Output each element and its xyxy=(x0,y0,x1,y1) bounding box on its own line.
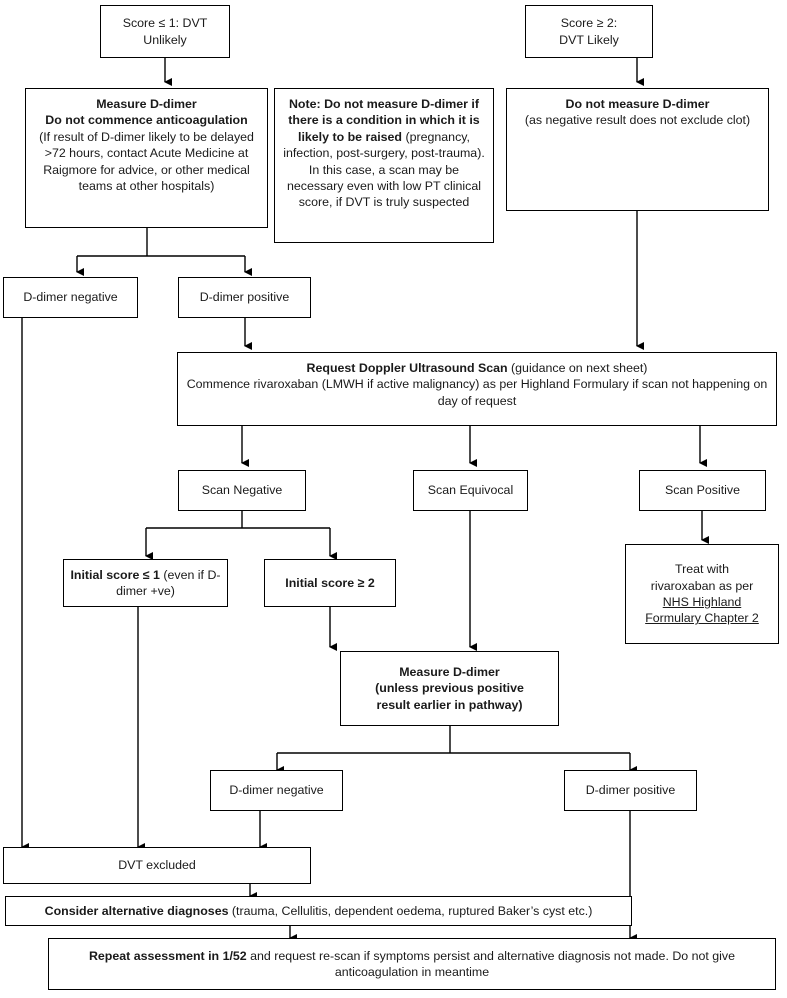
node-scan-equivocal[interactable]: Scan Equivocal xyxy=(413,470,528,511)
node-request-doppler[interactable]: Request Doppler Ultrasound Scan (guidanc… xyxy=(177,352,777,426)
node-score-low-line1: Score ≤ 1: DVT xyxy=(122,16,208,31)
node-consider-alternative[interactable]: Consider alternative diagnoses (trauma, … xyxy=(5,896,632,926)
node-score-high-line1: Score ≥ 2: xyxy=(560,16,618,31)
node-measure-ddimer-top-heading2: Do not commence anticoagulation xyxy=(45,113,248,128)
node-initial-score-low-bold: Initial score ≤ 1 xyxy=(70,567,160,582)
node-note-box-heading: Note: Do not measure D-dimer if there is… xyxy=(288,97,480,144)
node-ddimer-positive-1[interactable]: D-dimer positive xyxy=(178,277,311,318)
node-score-low-line2: Unlikely xyxy=(143,32,187,47)
node-ddimer-negative-1[interactable]: D-dimer negative xyxy=(3,277,138,318)
node-no-ddimer-body: (as negative result does not exclude clo… xyxy=(524,113,751,128)
node-consider-alternative-bold: Consider alternative diagnoses xyxy=(44,903,229,918)
node-measure-ddimer-2[interactable]: Measure D-dimer (unless previous positiv… xyxy=(340,651,559,726)
node-initial-score-high-label: Initial score ≥ 2 xyxy=(285,575,375,590)
node-no-ddimer-heading: Do not measure D-dimer xyxy=(565,97,710,111)
node-measure-ddimer-2-line1: Measure D-dimer xyxy=(399,664,500,679)
node-measure-ddimer-top-heading1: Measure D-dimer xyxy=(96,97,197,111)
node-measure-ddimer-top[interactable]: Measure D-dimer Do not commence anticoag… xyxy=(25,88,268,228)
node-scan-negative-label: Scan Negative xyxy=(201,483,283,498)
node-ddimer-negative-2[interactable]: D-dimer negative xyxy=(210,770,343,811)
node-request-doppler-heading-suffix: (guidance on next sheet) xyxy=(507,361,648,375)
node-score-high-line2: DVT Likely xyxy=(559,32,619,47)
node-ddimer-positive-2[interactable]: D-dimer positive xyxy=(564,770,697,811)
node-dvt-excluded-label: DVT excluded xyxy=(118,858,196,873)
node-request-doppler-body: Commence rivaroxaban (LMWH if active mal… xyxy=(186,377,768,408)
node-repeat-assessment[interactable]: Repeat assessment in 1/52 and request re… xyxy=(48,938,776,990)
node-treat-rivaroxaban[interactable]: Treat with rivaroxaban as per NHS Highla… xyxy=(625,544,779,644)
node-ddimer-negative-1-label: D-dimer negative xyxy=(23,290,118,305)
node-measure-ddimer-2-line3: result earlier in pathway) xyxy=(376,697,523,712)
node-treat-rivaroxaban-link-line2[interactable]: Formulary Chapter 2 xyxy=(645,611,759,626)
node-repeat-assessment-rest: and request re-scan if symptoms persist … xyxy=(246,948,736,979)
node-consider-alternative-rest: (trauma, Cellulitis, dependent oedema, r… xyxy=(228,903,593,918)
node-score-low[interactable]: Score ≤ 1: DVT Unlikely xyxy=(100,5,230,58)
node-score-high[interactable]: Score ≥ 2: DVT Likely xyxy=(525,5,653,58)
node-initial-score-high[interactable]: Initial score ≥ 2 xyxy=(264,559,396,607)
node-scan-equivocal-label: Scan Equivocal xyxy=(427,483,514,498)
node-initial-score-low[interactable]: Initial score ≤ 1 (even if D-dimer +ve) xyxy=(63,559,228,607)
node-scan-positive[interactable]: Scan Positive xyxy=(639,470,766,511)
node-ddimer-positive-2-label: D-dimer positive xyxy=(585,783,676,798)
node-dvt-excluded[interactable]: DVT excluded xyxy=(3,847,311,884)
node-note-box[interactable]: Note: Do not measure D-dimer if there is… xyxy=(274,88,494,243)
node-treat-rivaroxaban-link-line1[interactable]: NHS Highland xyxy=(662,595,742,609)
node-no-ddimer[interactable]: Do not measure D-dimer (as negative resu… xyxy=(506,88,769,211)
node-treat-rivaroxaban-line1: Treat with xyxy=(675,562,729,577)
node-initial-score-low-rest: (even if D-dimer +ve) xyxy=(116,567,221,598)
node-repeat-assessment-bold: Repeat assessment in 1/52 xyxy=(88,948,247,963)
node-scan-negative[interactable]: Scan Negative xyxy=(178,470,306,511)
node-note-box-body: (pregnancy, infection, post-surgery, pos… xyxy=(283,129,485,210)
node-scan-positive-label: Scan Positive xyxy=(664,483,741,498)
node-treat-rivaroxaban-line2: rivaroxaban as per xyxy=(650,578,754,593)
node-request-doppler-heading: Request Doppler Ultrasound Scan xyxy=(306,361,508,375)
node-ddimer-negative-2-label: D-dimer negative xyxy=(229,783,324,798)
node-ddimer-positive-1-label: D-dimer positive xyxy=(199,290,290,305)
node-measure-ddimer-top-body: (If result of D-dimer likely to be delay… xyxy=(39,129,254,193)
node-measure-ddimer-2-line2: (unless previous positive xyxy=(375,681,524,696)
